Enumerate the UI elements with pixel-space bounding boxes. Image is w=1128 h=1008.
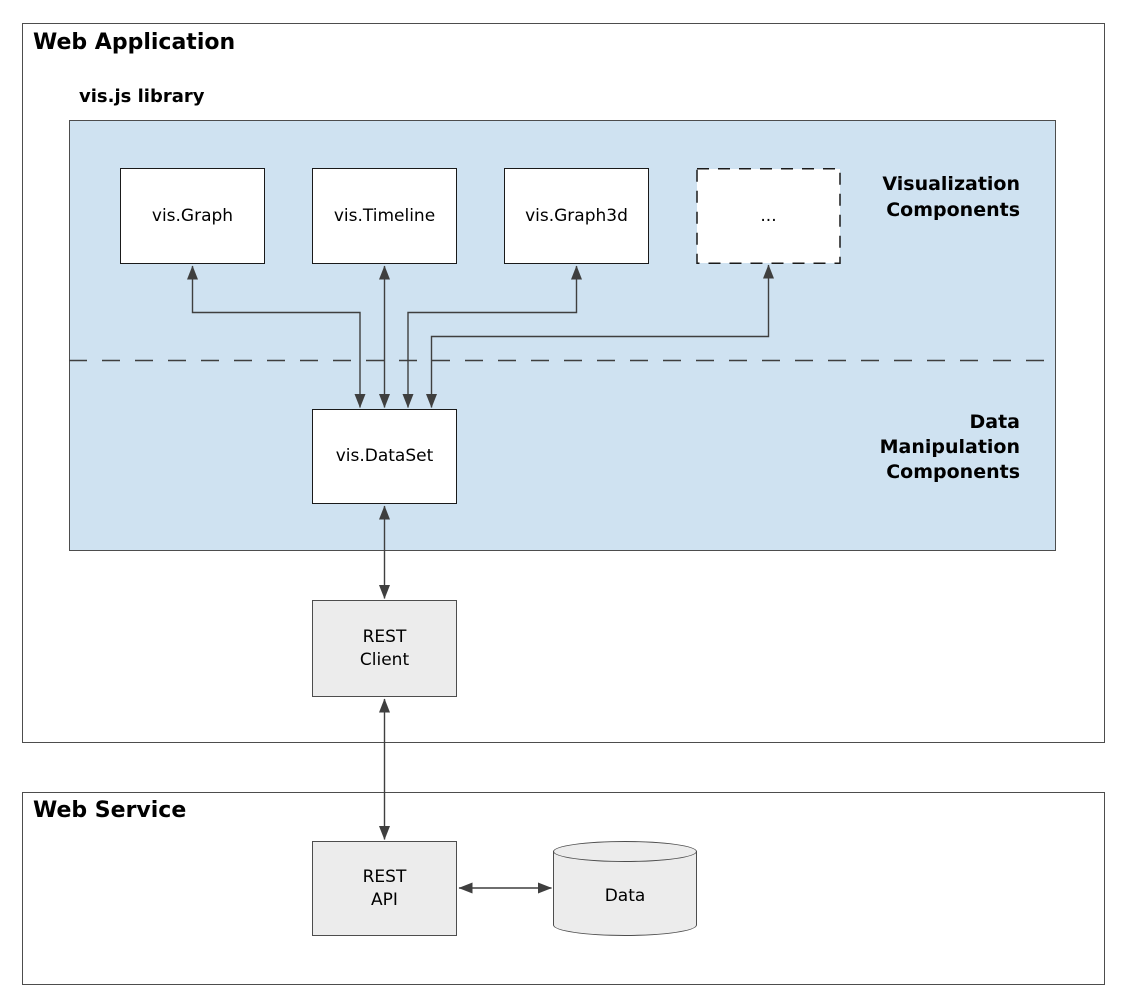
visualization-components-label: Visualization Components	[882, 173, 1020, 221]
web-service-container	[22, 792, 1105, 985]
node-vis-dataset: vis.DataSet	[312, 409, 457, 504]
database-cylinder-body	[553, 851, 697, 936]
database-cylinder-top	[553, 841, 697, 862]
node-vis-timeline-label: vis.Timeline	[333, 205, 436, 226]
vis-js-library-title: vis.js library	[79, 86, 205, 107]
database-cylinder: Data	[553, 841, 697, 936]
node-vis-graph3d: vis.Graph3d	[504, 168, 649, 264]
node-vis-timeline: vis.Timeline	[312, 168, 457, 264]
node-rest-client-label: REST Client	[359, 626, 410, 670]
data-manipulation-components-label: Data Manipulation Components	[879, 411, 1020, 483]
web-application-title: Web Application	[33, 30, 236, 55]
node-vis-graph-label: vis.Graph	[151, 205, 234, 226]
database-label: Data	[604, 885, 646, 906]
node-more-components: ...	[697, 169, 840, 263]
node-rest-api-label: REST API	[362, 866, 407, 910]
web-application-container	[22, 23, 1105, 743]
web-service-title: Web Service	[33, 798, 187, 823]
node-vis-graph3d-label: vis.Graph3d	[525, 205, 628, 226]
node-rest-api: REST API	[312, 841, 457, 936]
node-vis-graph: vis.Graph	[120, 168, 265, 264]
node-rest-client: REST Client	[312, 600, 457, 697]
node-more-components-label: ...	[760, 205, 777, 226]
node-vis-dataset-label: vis.DataSet	[335, 446, 434, 466]
